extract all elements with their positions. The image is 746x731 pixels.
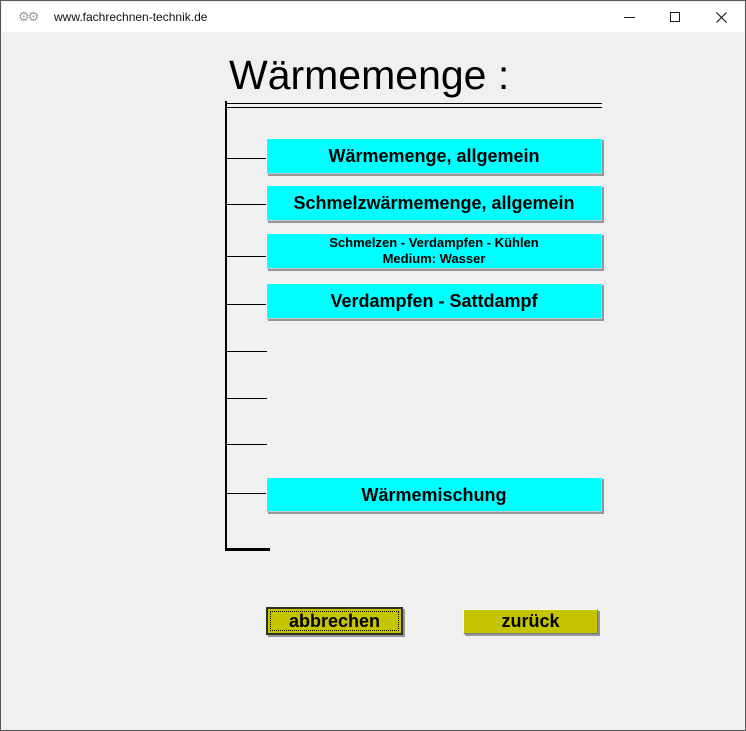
caption-buttons xyxy=(606,2,744,32)
heading-underline-bottom xyxy=(225,107,602,108)
tree-trunk-line xyxy=(225,101,227,551)
app-gears-icon: ⚙⚙ xyxy=(18,9,39,24)
titlebar: ⚙⚙ www.fachrechnen-technik.de xyxy=(2,2,744,32)
menu-button-sublabel: Medium: Wasser xyxy=(382,251,486,266)
menu-button-label: Verdampfen - Sattdampf xyxy=(330,291,538,311)
heading-underline-top xyxy=(225,103,602,104)
menu-button-schmelzwaermemenge-allgemein[interactable]: Schmelzwärmemenge, allgemein xyxy=(266,185,602,221)
close-icon xyxy=(715,11,727,23)
minimize-icon xyxy=(623,16,635,18)
tree-branch-line xyxy=(227,398,267,399)
maximize-button[interactable] xyxy=(652,2,698,32)
tree-bottom-line xyxy=(225,548,270,551)
menu-button-waermemischung[interactable]: Wärmemischung xyxy=(266,477,602,512)
close-button[interactable] xyxy=(698,2,744,32)
page-title: Wärmemenge : xyxy=(229,52,510,98)
back-button[interactable]: zurück xyxy=(463,609,598,634)
menu-button-waermemenge-allgemein[interactable]: Wärmemenge, allgemein xyxy=(266,138,602,174)
tree-branch-line xyxy=(227,304,267,305)
maximize-icon xyxy=(670,12,680,22)
tree-branch-line xyxy=(227,493,267,494)
tree-branch-line xyxy=(227,256,267,257)
menu-button-label: Schmelzen - Verdampfen - Kühlen xyxy=(329,235,539,250)
window-title: www.fachrechnen-technik.de xyxy=(54,10,208,24)
tree-branch-line xyxy=(227,444,267,445)
menu-button-schmelzen-verdampfen-kuehlen[interactable]: Schmelzen - Verdampfen - Kühlen Medium: … xyxy=(266,233,602,269)
tree-branch-line xyxy=(227,204,267,205)
menu-button-label: Schmelzwärmemenge, allgemein xyxy=(293,193,575,213)
menu-button-label: Wärmemenge, allgemein xyxy=(328,146,540,166)
menu-button-label: Wärmemischung xyxy=(361,484,507,505)
tree-branch-line xyxy=(227,158,267,159)
tree-branch-line xyxy=(227,351,267,352)
minimize-button[interactable] xyxy=(606,2,652,32)
menu-button-verdampfen-sattdampf[interactable]: Verdampfen - Sattdampf xyxy=(266,283,602,319)
cancel-button[interactable]: abbrechen xyxy=(266,607,403,635)
